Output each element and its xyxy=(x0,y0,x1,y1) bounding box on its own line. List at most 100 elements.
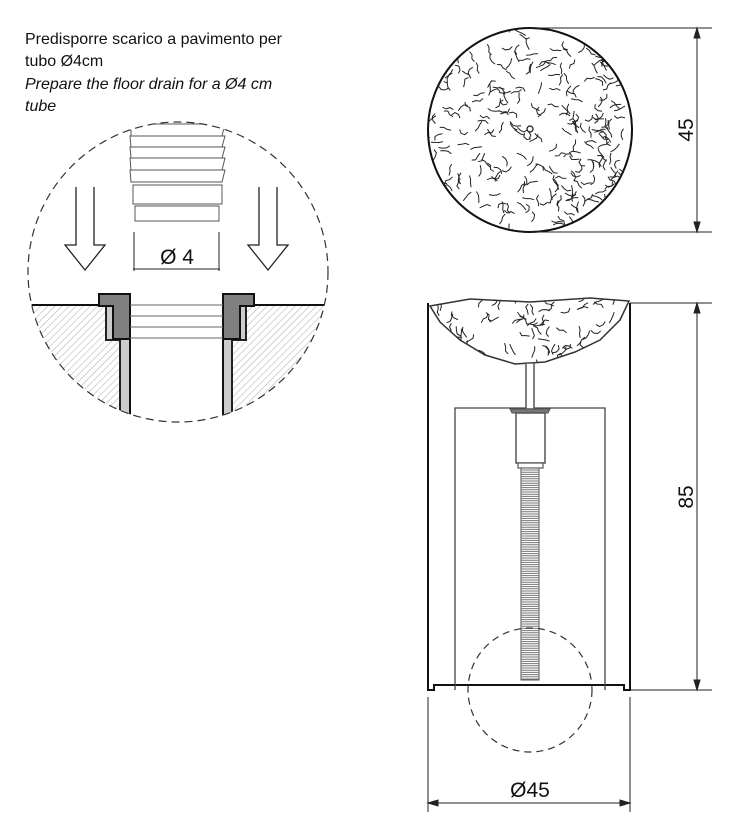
stone-grain xyxy=(445,39,453,51)
stone-grain xyxy=(475,191,480,203)
stone-grain xyxy=(496,63,507,71)
stone-grain xyxy=(436,304,440,316)
tube-diameter-label: Ø 4 xyxy=(160,246,194,269)
stone-grain xyxy=(609,152,612,165)
stone-grain xyxy=(495,99,504,109)
stone-grain xyxy=(589,161,595,173)
stone-grain xyxy=(594,112,604,120)
stone-grain xyxy=(470,146,483,150)
stone-grain xyxy=(517,182,526,193)
stone-grain xyxy=(566,90,577,98)
stone-grain xyxy=(487,316,499,322)
stone-grain xyxy=(548,143,557,152)
stone-grain xyxy=(559,62,563,75)
note-italian-line2: tubo Ø4cm xyxy=(25,53,104,70)
stone-grain xyxy=(497,298,502,311)
stone-grain xyxy=(501,166,512,173)
stone-grain xyxy=(474,120,483,132)
stone-grain xyxy=(453,216,460,228)
stone-grain xyxy=(437,358,445,364)
stone-grain xyxy=(511,318,523,324)
stone-grain xyxy=(568,150,581,154)
stone-grain xyxy=(589,213,596,224)
stone-grain xyxy=(608,360,617,364)
front-view: 85 Ø45 xyxy=(426,297,712,812)
stone-grain xyxy=(547,103,559,108)
stone-grain xyxy=(486,43,492,56)
stone-grain xyxy=(592,116,604,121)
stone-grain xyxy=(601,59,608,71)
stone-grain xyxy=(516,201,527,211)
stone-grain xyxy=(515,86,526,92)
stone-grain xyxy=(480,313,489,324)
stone-grain xyxy=(430,141,444,144)
stone-grain xyxy=(549,193,557,204)
stone-grain xyxy=(505,70,516,80)
stone-grain xyxy=(576,306,589,311)
stone-grain xyxy=(584,114,593,122)
stone-grain xyxy=(493,166,503,174)
stone-grain xyxy=(534,133,543,143)
stone-grain xyxy=(446,313,454,324)
stone-grain xyxy=(443,176,453,185)
stone-grain xyxy=(627,96,631,101)
stone-grain xyxy=(519,331,530,337)
stone-grain xyxy=(548,165,558,174)
stone-grain xyxy=(441,210,448,221)
stone-grain xyxy=(564,357,577,361)
stone-grain xyxy=(533,325,542,335)
stone-grain xyxy=(597,154,607,162)
stone-grain xyxy=(531,328,535,340)
stone-grain xyxy=(575,201,579,214)
stone-grain xyxy=(499,213,506,225)
stone-grain xyxy=(462,191,472,202)
stone-grain xyxy=(498,121,504,134)
drain-tube xyxy=(129,123,226,222)
stone-grain xyxy=(627,59,631,70)
stone-grain xyxy=(608,118,613,130)
stone-grain xyxy=(443,80,451,91)
stone-grain xyxy=(476,223,489,227)
stone-grain xyxy=(434,189,443,200)
stone-grain xyxy=(499,90,511,94)
stone-grain xyxy=(461,326,468,338)
stone-grain xyxy=(448,206,458,211)
stone-grain xyxy=(457,142,470,146)
stone-grain xyxy=(605,39,614,47)
stone-grain xyxy=(551,220,563,224)
stone-grain xyxy=(451,112,461,119)
stone-grain xyxy=(587,219,594,230)
stone-grain xyxy=(578,158,586,167)
stone-grain xyxy=(578,298,586,303)
tube-diameter-dimension xyxy=(133,232,220,271)
base-detail-circle xyxy=(467,627,593,753)
stone-grain xyxy=(438,38,446,49)
stone-grain xyxy=(488,192,501,196)
stone-grain xyxy=(543,300,555,307)
stone-grain xyxy=(550,343,556,355)
stone-grain xyxy=(602,52,612,60)
stone-grain xyxy=(516,152,527,160)
stone-grain xyxy=(481,159,491,168)
stone-grain xyxy=(432,347,441,358)
stone-grain xyxy=(535,61,547,69)
stone-grain xyxy=(473,92,485,97)
stone-basin xyxy=(428,297,631,365)
stone-grain xyxy=(572,122,579,134)
stone-grain xyxy=(583,76,595,82)
stone-grain xyxy=(542,166,553,175)
stone-grain xyxy=(429,51,433,58)
stone-grain xyxy=(601,135,612,143)
stone-grain xyxy=(552,344,560,354)
stone-grain xyxy=(435,327,441,339)
stone-grain xyxy=(597,76,607,84)
stone-grain xyxy=(623,29,631,34)
stone-grain xyxy=(555,363,560,364)
stone-grain xyxy=(571,120,577,133)
stone-grain xyxy=(508,111,518,118)
stone-grain xyxy=(558,346,567,356)
stone-grain xyxy=(561,127,572,136)
stone-grain xyxy=(570,170,577,182)
stone-grain xyxy=(469,51,475,63)
